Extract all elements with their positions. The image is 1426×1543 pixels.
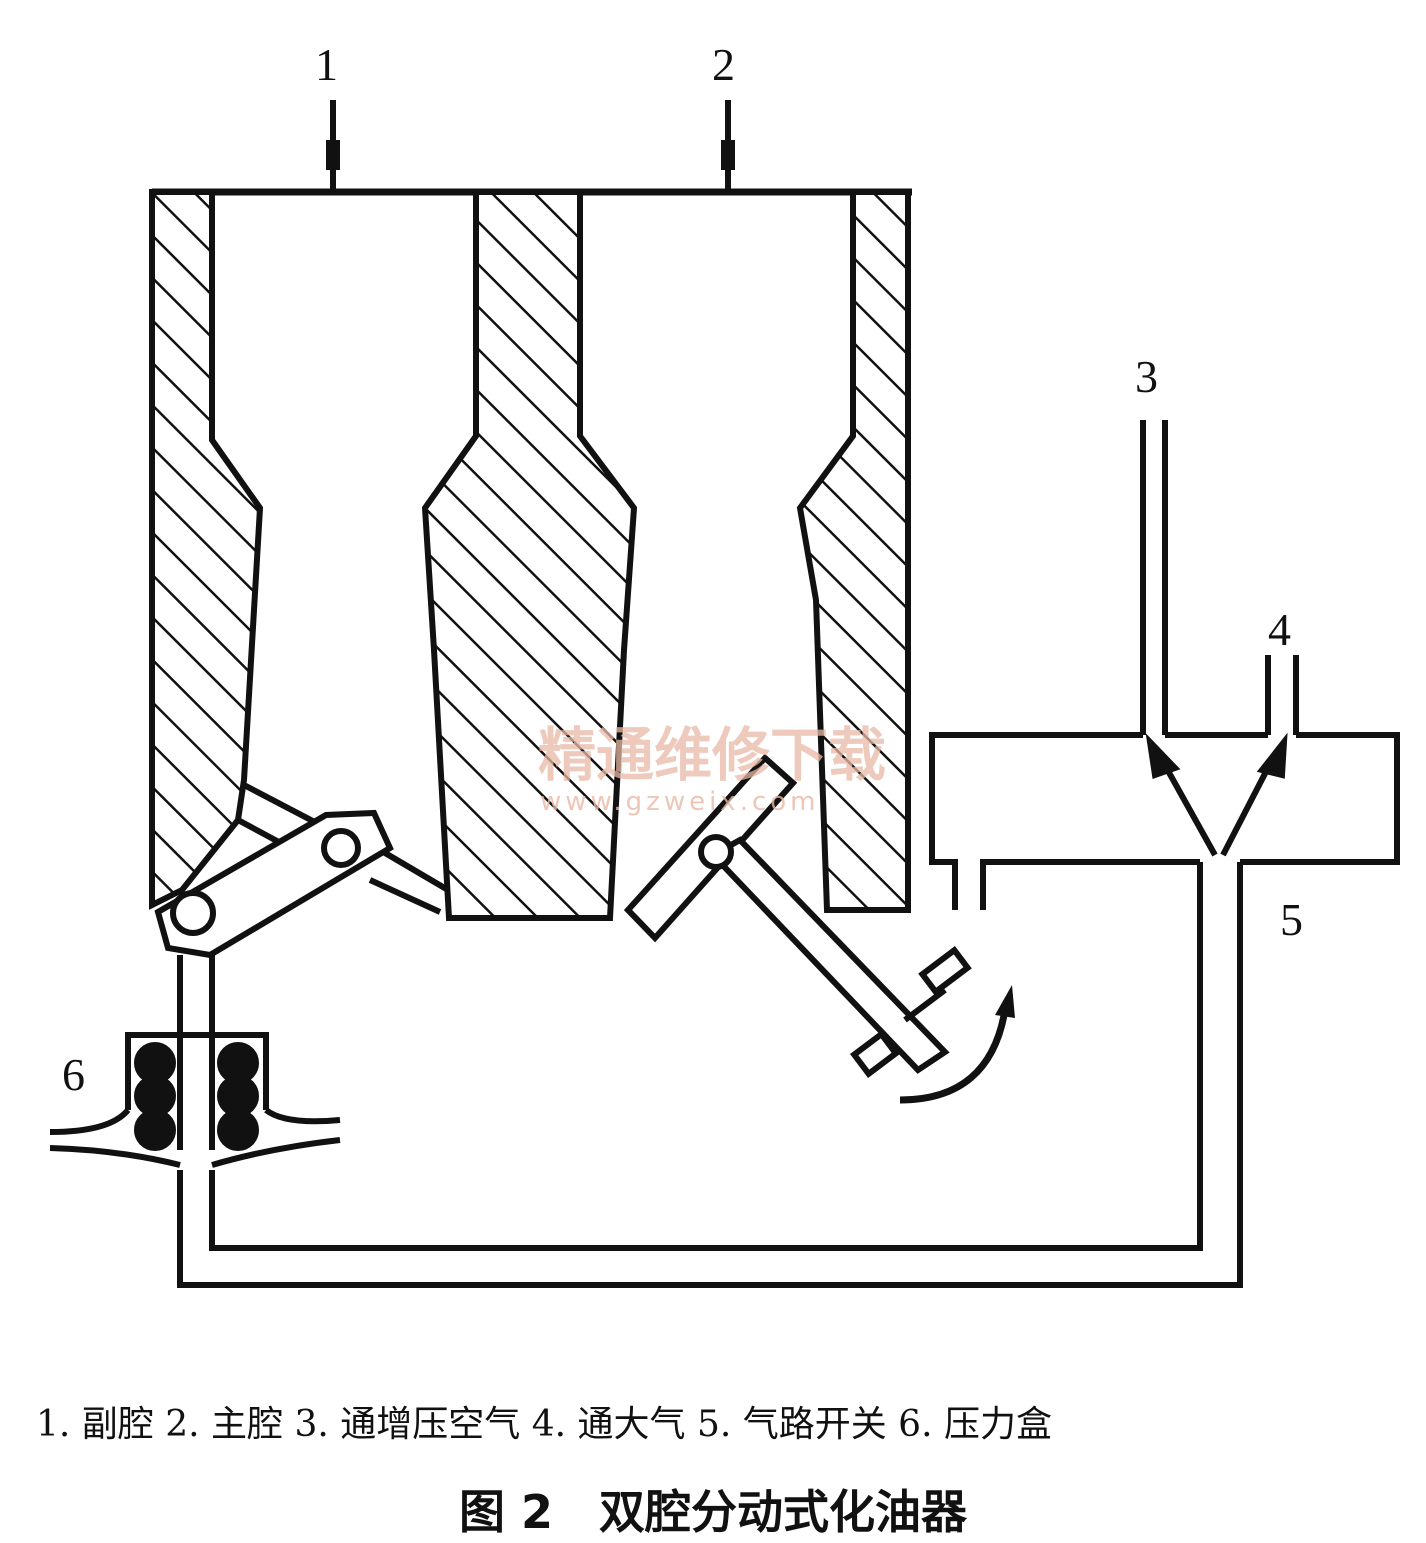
air-return-pipe [177, 862, 1243, 1288]
pressure-box [49, 955, 341, 1168]
label-4: 4 [1268, 604, 1291, 655]
inlet-stem-2 [721, 100, 735, 192]
main-throttle-assembly [623, 753, 972, 1079]
figure-title: 双腔分动式化油器 [599, 1485, 968, 1539]
switch-arrows [1145, 732, 1288, 857]
label-5: 5 [1280, 894, 1303, 945]
rotation-arrow [899, 985, 1015, 1104]
legend: 1. 副腔 2. 主腔 3. 通增压空气 4. 通大气 5. 气路开关 6. 压… [36, 1404, 1052, 1445]
figure-caption: 图 2 双腔分动式化油器 [0, 1476, 1426, 1542]
figure-number: 图 2 [458, 1485, 554, 1539]
watermark-text: 精通维修下载 [538, 721, 886, 789]
label-3: 3 [1135, 351, 1158, 402]
inlet-stem-1 [326, 100, 340, 192]
label-1: 1 [315, 39, 338, 90]
air-switch-box [929, 420, 1400, 910]
watermark-url: www.gzweix.com [540, 787, 820, 817]
right-wall [796, 189, 911, 913]
label-6: 6 [62, 1049, 85, 1100]
carburetor-diagram: 1 2 3 4 5 6 精通维修下载 www.gzweix.com [49, 39, 1400, 1288]
left-wall [149, 189, 264, 910]
center-wall [421, 189, 638, 921]
label-2: 2 [712, 39, 735, 90]
throttle-linkage [154, 782, 450, 959]
